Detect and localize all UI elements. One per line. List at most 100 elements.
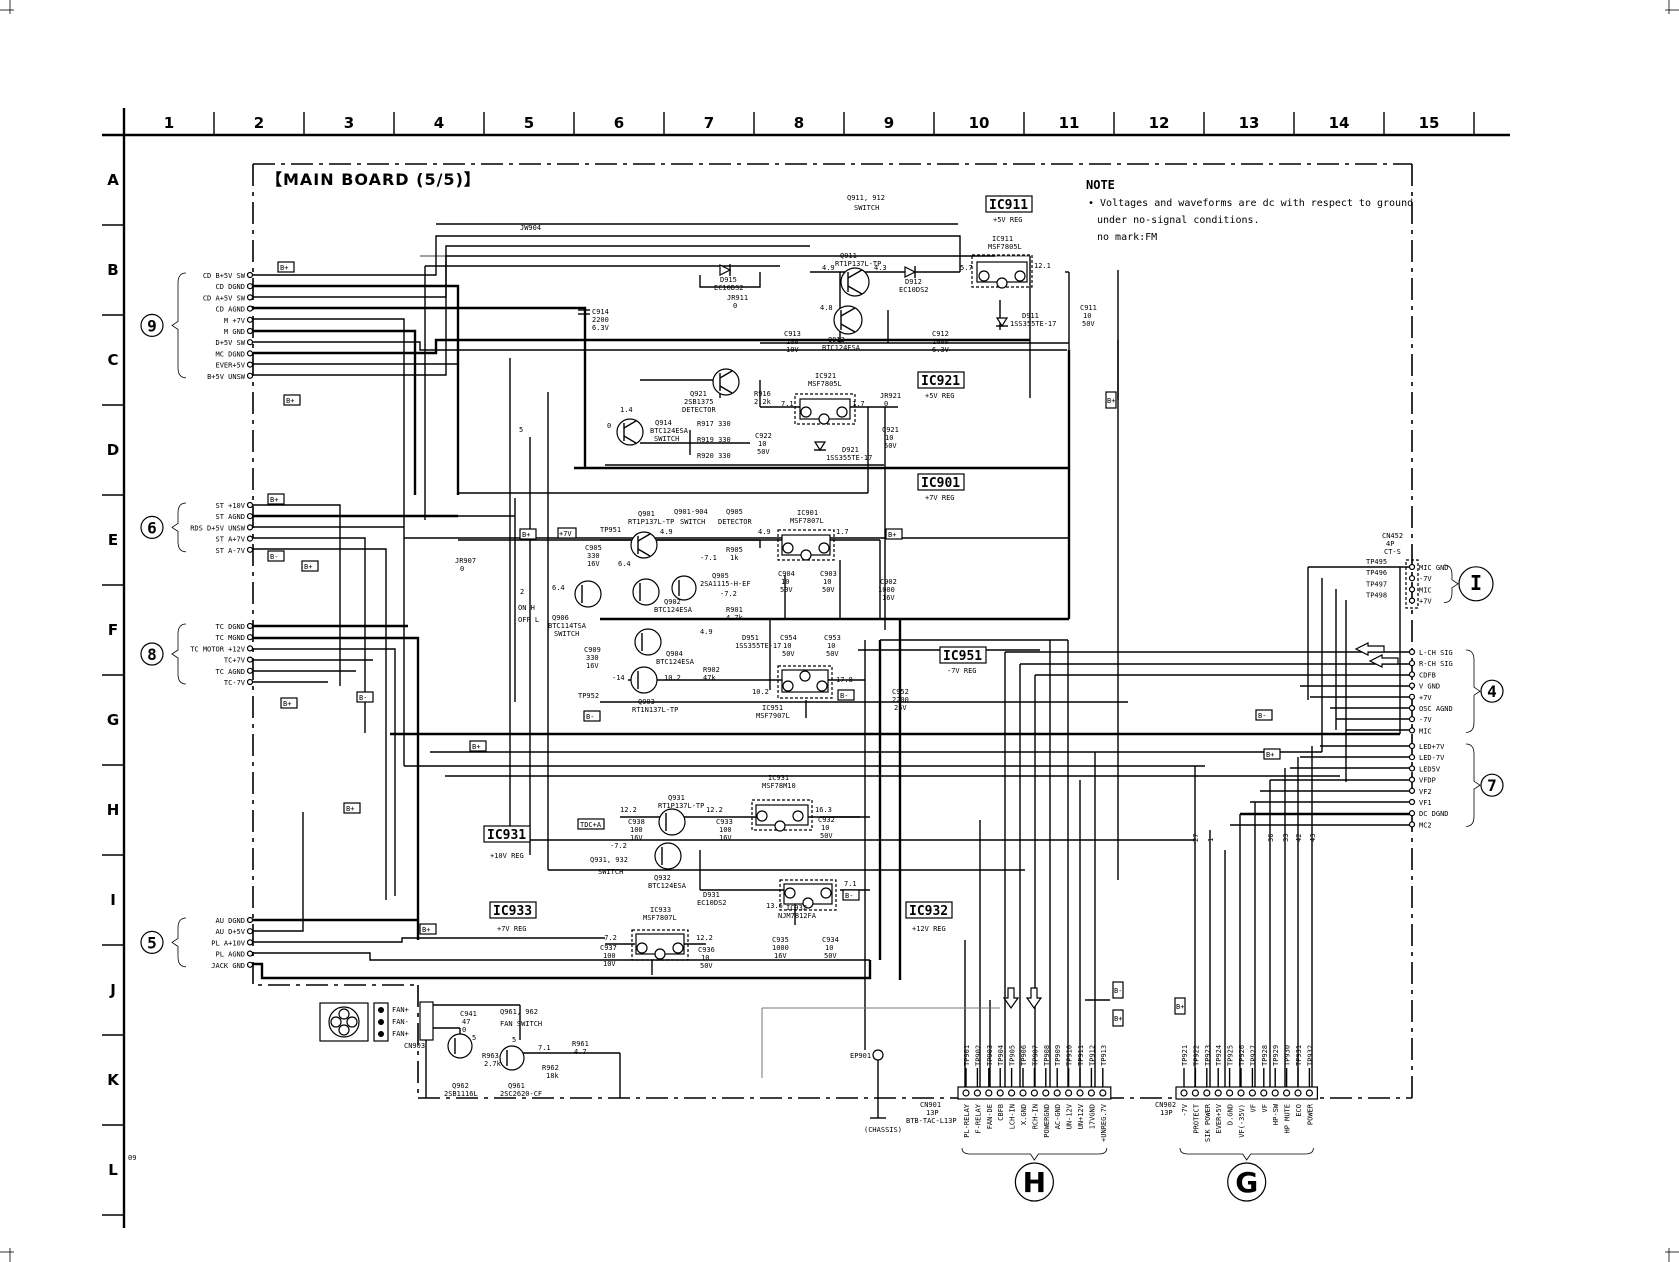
- svg-text:SWITCH: SWITCH: [554, 630, 579, 638]
- svg-text:50V: 50V: [826, 650, 839, 658]
- cn901-part: CN901: [920, 1101, 941, 1109]
- test-point-label: TP498: [1366, 592, 1387, 600]
- pin-label: TC DGND: [215, 623, 245, 631]
- pin-terminal: [246, 634, 254, 641]
- test-point-label: TP926: [1238, 1045, 1246, 1066]
- transistor-q961: Q961 2SC2620-CF 5 5 7.1: [472, 1034, 551, 1098]
- svg-text:EC10DS2: EC10DS2: [899, 286, 929, 294]
- svg-text:B+: B+: [286, 397, 294, 405]
- svg-text:+7V REG: +7V REG: [497, 925, 527, 933]
- svg-text:Q905: Q905: [726, 508, 743, 516]
- ic951-regulator: IC951 MSF7907L 10.2 17.8: [752, 665, 853, 720]
- svg-text:10: 10: [758, 440, 766, 448]
- test-point-label: TP925: [1227, 1045, 1235, 1066]
- column-label-6: 6: [614, 114, 624, 132]
- pin-label: VF(-35V): [1238, 1104, 1246, 1138]
- ic933-label: IC933+7V REG: [489, 901, 537, 933]
- pin-label: AU DGND: [215, 917, 245, 925]
- row-label-E: E: [108, 531, 118, 549]
- pin-label: CDFB: [1419, 671, 1436, 679]
- test-point-label: TP497: [1366, 580, 1387, 588]
- ic932-regulator: IC932 NJM7812FA 7.1 13.6: [766, 879, 857, 920]
- svg-text:5.7: 5.7: [960, 264, 973, 272]
- svg-text:B+: B+: [1114, 1015, 1122, 1023]
- svg-text:B+: B+: [283, 700, 291, 708]
- test-point-label: TP930: [1284, 1045, 1292, 1066]
- svg-text:B+: B+: [422, 926, 430, 934]
- test-point-label: TP921: [1181, 1045, 1189, 1066]
- pin-number: 43: [1309, 834, 1317, 842]
- svg-text:100: 100: [786, 338, 799, 346]
- svg-text:2.7k: 2.7k: [484, 1060, 502, 1068]
- pin-label: UN-12V: [1066, 1103, 1074, 1129]
- connector-brace: [961, 1147, 1108, 1161]
- svg-text:EC10DS2: EC10DS2: [697, 899, 727, 907]
- svg-text:+5V REG: +5V REG: [993, 216, 1023, 224]
- svg-text:Q961, 962: Q961, 962: [500, 1008, 538, 1016]
- svg-text:50V: 50V: [1082, 320, 1095, 328]
- pin-label: TC AGND: [215, 668, 245, 676]
- pin-label: POWER: [1306, 1103, 1314, 1125]
- svg-text:6.3V: 6.3V: [592, 324, 610, 332]
- pin-label: LED+7V: [1419, 743, 1445, 751]
- connector-circle: [1480, 679, 1504, 703]
- pin-terminal: [246, 513, 254, 520]
- svg-text:C954: C954: [780, 634, 797, 642]
- transistor-q914: Q914 BTC124ESA SWITCH 1.4 0: [607, 406, 689, 446]
- pin-terminal: [246, 501, 254, 509]
- pin-terminal: [1294, 1089, 1302, 1097]
- svg-text:IC932: IC932: [786, 904, 807, 912]
- column-label-2: 2: [254, 114, 264, 132]
- ic933-regulator: IC933 MSF7807L -7.2 12.2: [600, 906, 713, 961]
- pin-label: B+5V UNSW: [207, 373, 246, 381]
- row-label-F: F: [108, 621, 118, 639]
- cn452-pins: 4P: [1386, 540, 1394, 548]
- svg-text:C904: C904: [778, 570, 795, 578]
- test-point-label: TP907: [1031, 1045, 1039, 1066]
- svg-text:1000: 1000: [878, 586, 895, 594]
- pin-label: EVER+5V: [215, 362, 245, 370]
- pin-terminal: [1408, 563, 1416, 571]
- pin-terminal: [246, 271, 254, 279]
- diode-d911: D911 1SS355TE-17: [995, 312, 1056, 328]
- svg-text:13.6: 13.6: [766, 902, 783, 910]
- svg-text:IC921: IC921: [815, 372, 836, 380]
- svg-text:+7V REG: +7V REG: [925, 494, 955, 502]
- svg-text:Q911: Q911: [840, 252, 857, 260]
- pin-terminal: [1087, 1089, 1096, 1097]
- svg-text:10: 10: [701, 954, 709, 962]
- svg-text:6.4: 6.4: [552, 584, 565, 592]
- svg-text:2SA1115-H-EF: 2SA1115-H-EF: [700, 580, 751, 588]
- svg-text:Q962: Q962: [452, 1082, 469, 1090]
- test-point-label: TP911: [1077, 1045, 1085, 1066]
- svg-text:C938: C938: [628, 818, 645, 826]
- svg-text:C909: C909: [584, 646, 601, 654]
- test-point-label: TP912: [1088, 1045, 1096, 1066]
- note-line-1: • Voltages and waveforms are dc with res…: [1088, 198, 1413, 209]
- test-point-label: TP931: [1295, 1045, 1303, 1066]
- svg-text:Q914: Q914: [655, 419, 672, 427]
- connector-circle: [1480, 773, 1504, 797]
- pin-terminal: [246, 283, 254, 290]
- test-point-label: TP905: [1009, 1045, 1017, 1066]
- pin-label: F-RELAY: [974, 1103, 982, 1133]
- connector-number: 9: [147, 316, 157, 335]
- pin-label: ST A-7V: [215, 547, 245, 555]
- pin-terminal: [246, 294, 254, 301]
- pin-label: AU D+5V: [215, 928, 245, 936]
- svg-text:BTC124ESA: BTC124ESA: [650, 427, 689, 435]
- test-point-label: TP904: [997, 1045, 1005, 1066]
- column-label-10: 10: [969, 114, 990, 132]
- svg-text:FAN+: FAN+: [392, 1006, 409, 1014]
- svg-text:SWITCH: SWITCH: [680, 518, 705, 526]
- pin-terminal: [1271, 1089, 1279, 1097]
- svg-text:Q931, 932: Q931, 932: [590, 856, 628, 864]
- svg-text:-7.2: -7.2: [610, 842, 627, 850]
- pin-terminal: [1237, 1089, 1245, 1097]
- pin-terminal: [246, 645, 254, 652]
- svg-text:R963: R963: [482, 1052, 499, 1060]
- wiring: [253, 223, 1412, 1118]
